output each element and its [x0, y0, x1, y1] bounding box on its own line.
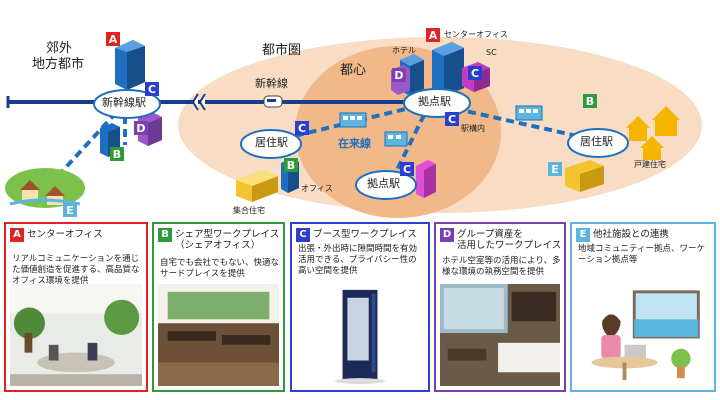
shinkansen-label: 新幹線 — [255, 77, 288, 90]
hub-station-2-label: 拠点駅 — [367, 177, 400, 190]
apartment-building — [236, 170, 278, 202]
card-description: 自宅でも会社でもない、快適なサードプレイスを提供 — [160, 258, 280, 279]
residential-station-left-label: 居住駅 — [255, 136, 288, 149]
commercial-building — [416, 160, 436, 198]
card-letter: E — [576, 228, 590, 242]
residential-station-left-node — [240, 129, 302, 159]
hub-station-label: 拠点駅 — [418, 95, 451, 108]
card-description: 地域コミュニティー拠点、ワーケーション拠点等 — [578, 244, 705, 265]
svg-text:E: E — [551, 163, 559, 176]
badge-c-sc: C — [468, 66, 482, 80]
shinkansen-train-icon — [263, 95, 283, 108]
center-office-building-suburb — [115, 40, 145, 90]
hotel-room-photo — [440, 284, 560, 386]
hub-station-2-node — [355, 170, 417, 200]
center-office-label: センターオフィス — [444, 30, 508, 39]
line-break-mark — [191, 93, 206, 111]
share-office-photo — [158, 284, 279, 386]
card-title: シェア型ワークプレイス （シェアオフィス） — [175, 229, 280, 251]
card-description: リアルコミュニケーションを通じた価値創造を促進する、高品質なオフィス環境を提供 — [12, 254, 140, 286]
center-office-building-city — [432, 42, 464, 96]
regional-city-label: 地方都市 — [32, 57, 85, 72]
conventional-line-label: 在来線 — [338, 137, 371, 150]
local-train-icon — [384, 131, 408, 147]
office-lounge-photo — [10, 284, 142, 386]
card-title: 他社施設との連携 — [593, 229, 669, 240]
hub-station-node — [403, 88, 471, 118]
residential-block — [565, 160, 604, 192]
svg-text:B: B — [287, 159, 295, 172]
badge-a-city: A — [426, 28, 440, 42]
card-title: センターオフィス — [27, 229, 103, 240]
svg-text:C: C — [448, 113, 456, 126]
badge-d-city: D — [392, 68, 406, 82]
card-letter: D — [440, 228, 454, 242]
in-station-label: 駅構内 — [461, 124, 485, 133]
badge-d-suburb: D — [134, 121, 148, 135]
badge-c-left: C — [295, 121, 309, 135]
badge-b-office: B — [284, 158, 298, 172]
card-letter: A — [10, 228, 24, 242]
card-letter: B — [158, 228, 172, 242]
diagram-canvas: A C D B E A D C C C B C B E — [5, 28, 702, 218]
workplace-network-diagram: A C D B E A D C C C B C B E 郊外 地方都市 都市圏 … — [5, 28, 702, 218]
badge-c-hub: C — [445, 112, 459, 126]
svg-text:D: D — [394, 69, 403, 82]
shinkansen-station-node — [93, 89, 161, 119]
card-share-office: B シェア型ワークプレイス （シェアオフィス） 自宅でも会社でもない、快適なサー… — [152, 222, 285, 392]
shinkansen-station-label: 新幹線駅 — [102, 96, 146, 109]
card-description: 出張・外出時に隙間時間を有効活用できる、プライバシー性の高い空間を提供 — [298, 244, 418, 276]
house-icons — [626, 106, 680, 160]
card-description: ホテル空室等の活用により、多様な環境の執務空間を提供 — [442, 256, 561, 277]
residential-station-right-node — [567, 128, 629, 158]
svg-text:C: C — [403, 163, 411, 176]
local-train-icon — [515, 105, 543, 121]
badge-c-hub2: C — [400, 162, 414, 176]
sc-label: SC — [486, 48, 497, 57]
card-center-office: A センターオフィス リアルコミュニケーションを通じた価値創造を促進する、高品質… — [4, 222, 148, 392]
svg-text:D: D — [136, 122, 145, 135]
urban-area-label: 都市圏 — [262, 43, 302, 58]
office-label: オフィス — [301, 184, 333, 193]
svg-text:B: B — [586, 95, 594, 108]
svg-text:C: C — [298, 122, 306, 135]
badge-b-right: B — [583, 94, 597, 108]
card-booth-workplace: C ブース型ワークプレイス 出張・外出時に隙間時間を有効活用できる、プライバシー… — [290, 222, 430, 392]
badge-e-suburb: E — [63, 203, 77, 217]
svg-text:B: B — [113, 148, 121, 161]
work-booth-photo — [296, 284, 424, 386]
card-title: ブース型ワークプレイス — [313, 229, 417, 240]
group-asset-building-suburb — [138, 112, 162, 146]
apartment-label: 集合住宅 — [233, 206, 265, 215]
svg-text:C: C — [148, 83, 156, 96]
city-center-label: 都心 — [340, 63, 367, 78]
svg-text:A: A — [429, 29, 438, 42]
card-title: グループ資産を 活用したワークプレイス — [457, 229, 562, 251]
rural-village-icon — [5, 168, 85, 208]
svg-text:C: C — [471, 67, 479, 80]
local-train-icon — [339, 112, 367, 128]
suburb-label: 郊外 — [46, 41, 73, 56]
badge-e-right: E — [548, 162, 562, 176]
residential-station-right-label: 居住駅 — [580, 135, 613, 148]
hotel-label: ホテル — [392, 46, 416, 55]
card-partner-facility: E 他社施設との連携 地域コミュニティー拠点、ワーケーション拠点等 — [570, 222, 716, 392]
card-letter: C — [296, 228, 310, 242]
workcation-illustration — [576, 284, 710, 386]
house-label: 戸建住宅 — [634, 160, 666, 169]
badge-a-suburb: A — [106, 32, 120, 46]
svg-text:E: E — [66, 204, 74, 217]
svg-text:A: A — [109, 33, 118, 46]
badge-b-suburb: B — [110, 147, 124, 161]
badge-c-suburb: C — [145, 82, 159, 96]
card-group-asset: D グループ資産を 活用したワークプレイス ホテル空室等の活用により、多様な環境… — [434, 222, 566, 392]
